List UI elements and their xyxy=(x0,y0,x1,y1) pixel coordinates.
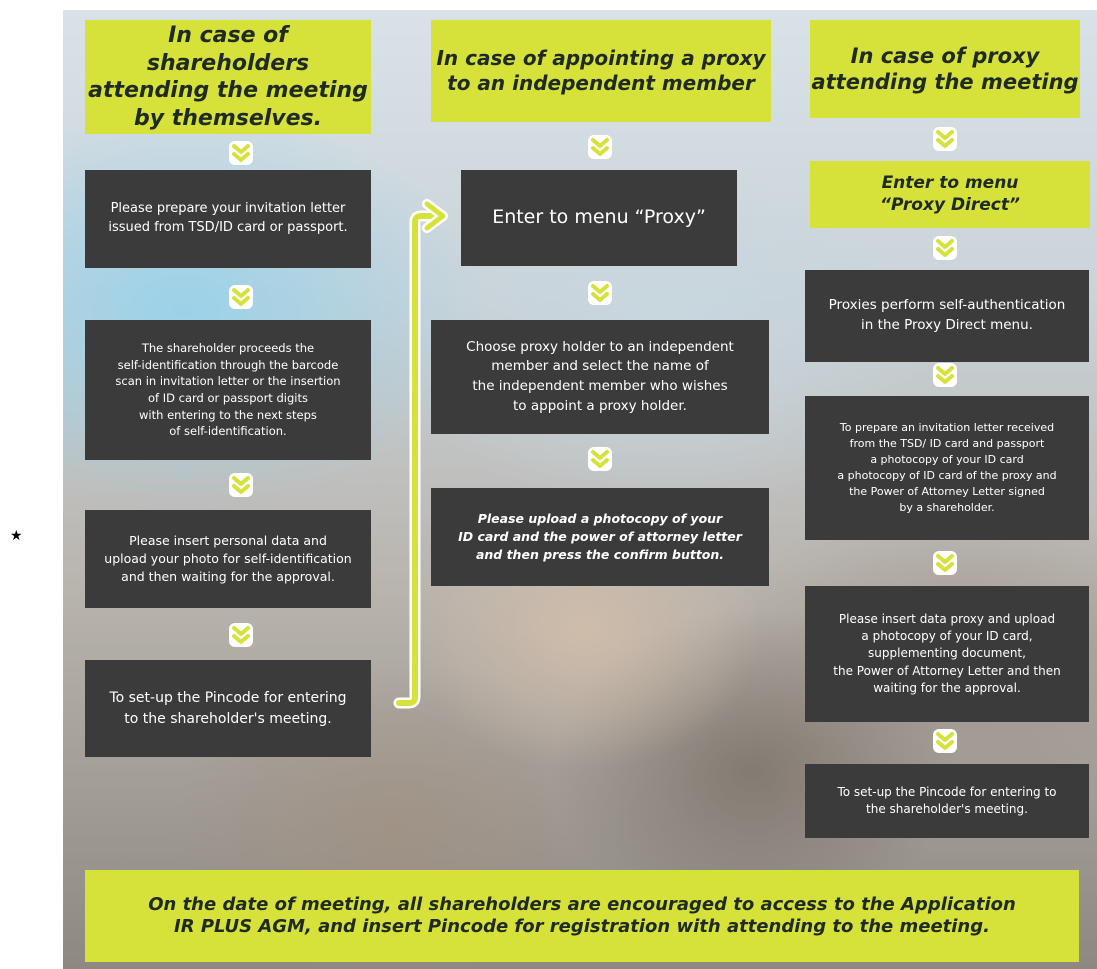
star-marker: ★ xyxy=(10,528,23,544)
step-prepare-invitation: Please prepare your invitation letter is… xyxy=(85,170,371,268)
chevron-down-icon xyxy=(587,446,613,472)
step-insert-personal-data: Please insert personal data and upload y… xyxy=(85,510,371,608)
chevron-down-icon xyxy=(228,622,254,648)
header-self-attend: In case of shareholders attending the me… xyxy=(85,20,371,134)
chevron-down-icon xyxy=(228,140,254,166)
header-independent-proxy: In case of appointing a proxy to an inde… xyxy=(431,20,771,122)
connector-arrow xyxy=(393,199,448,709)
step-upload-photocopy: Please upload a photocopy of your ID car… xyxy=(431,488,769,586)
chevron-down-icon xyxy=(932,126,958,152)
chevron-down-icon xyxy=(932,728,958,754)
step-self-authentication: Proxies perform self-authentication in t… xyxy=(805,270,1089,362)
menu-proxy-direct: Enter to menu “Proxy Direct” xyxy=(810,161,1090,228)
step-prepare-documents: To prepare an invitation letter received… xyxy=(805,396,1089,540)
chevron-down-icon xyxy=(228,284,254,310)
step-self-identification: The shareholder proceeds the self-identi… xyxy=(85,320,371,460)
chevron-down-icon xyxy=(932,235,958,261)
step-setup-pincode-proxy: To set-up the Pincode for entering to th… xyxy=(805,764,1089,838)
step-insert-proxy-data: Please insert data proxy and upload a ph… xyxy=(805,586,1089,722)
step-setup-pincode: To set-up the Pincode for entering to th… xyxy=(85,660,371,757)
chevron-down-icon xyxy=(932,362,958,388)
chevron-down-icon xyxy=(587,134,613,160)
chevron-down-icon xyxy=(932,550,958,576)
chevron-down-icon xyxy=(228,472,254,498)
header-proxy-attend: In case of proxy attending the meeting xyxy=(810,20,1080,118)
step-choose-independent-member: Choose proxy holder to an independent me… xyxy=(431,320,769,434)
footer-banner: On the date of meeting, all shareholders… xyxy=(85,870,1079,962)
chevron-down-icon xyxy=(587,280,613,306)
step-enter-proxy-menu: Enter to menu “Proxy” xyxy=(461,170,737,266)
flow-diagram: In case of shareholders attending the me… xyxy=(63,10,1097,969)
